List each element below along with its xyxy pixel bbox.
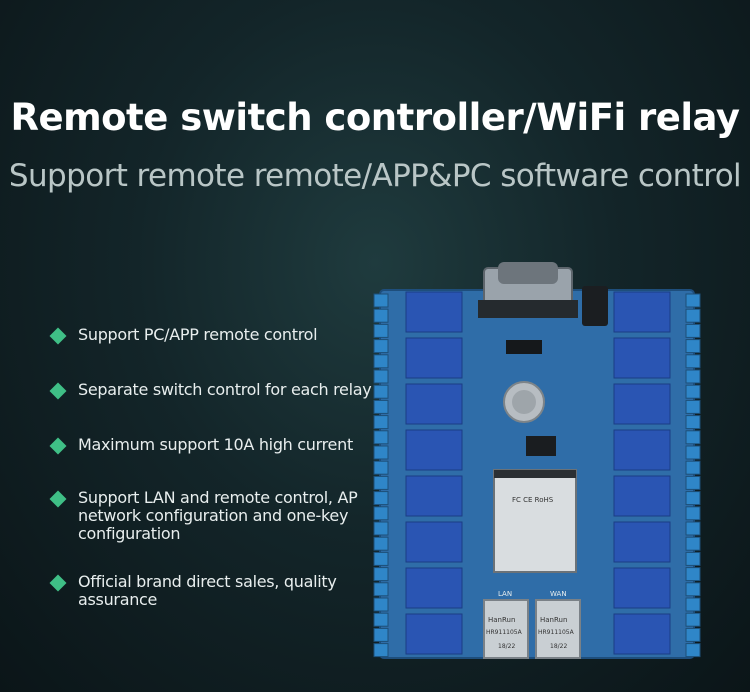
port-brand: HanRun — [488, 616, 515, 624]
terminal-block — [685, 445, 701, 460]
terminal-block — [685, 627, 701, 642]
page-subtitle: Support remote remote/APP&PC software co… — [8, 158, 742, 194]
terminal-block — [685, 567, 701, 582]
terminal-block — [373, 460, 389, 475]
relay — [613, 337, 671, 379]
port-brand: HanRun — [540, 616, 567, 624]
terminal-block — [685, 643, 701, 658]
feature-text: Maximum support 10A high current — [78, 435, 353, 454]
terminal-block — [685, 323, 701, 338]
terminal-block — [685, 354, 701, 369]
terminal-block — [373, 597, 389, 612]
diamond-bullet-icon — [49, 437, 67, 455]
terminal-block — [685, 369, 701, 384]
terminal-block — [685, 339, 701, 354]
diamond-bullet-icon — [49, 490, 67, 508]
port-code: 18/22 — [498, 643, 515, 650]
terminal-block — [373, 399, 389, 414]
terminal-block — [373, 491, 389, 506]
terminal-block — [685, 582, 701, 597]
relay — [405, 429, 463, 471]
terminal-block — [685, 293, 701, 308]
relay — [613, 429, 671, 471]
relay — [613, 383, 671, 425]
terminal-block — [373, 293, 389, 308]
relay — [613, 567, 671, 609]
terminal-block — [373, 339, 389, 354]
terminal-block — [373, 536, 389, 551]
terminal-block — [373, 551, 389, 566]
feature-text: Support LAN and remote control, AP netwo… — [78, 488, 358, 543]
terminal-block — [685, 308, 701, 323]
terminal-block — [373, 475, 389, 490]
terminal-block — [373, 354, 389, 369]
diamond-bullet-icon — [49, 382, 67, 400]
terminal-block — [373, 627, 389, 642]
terminal-block — [373, 430, 389, 445]
wan-label: WAN — [550, 590, 567, 598]
terminal-block — [373, 582, 389, 597]
relay-board-image: FC CE RoHS HanRun HR911105A 18/22 HanRun… — [372, 262, 702, 662]
relay-board-graphic: FC CE RoHS HanRun HR911105A 18/22 HanRun… — [373, 262, 701, 659]
terminal-block — [685, 399, 701, 414]
feature-text: Separate switch control for each relay — [78, 380, 372, 399]
terminal-block — [373, 521, 389, 536]
terminal-block — [685, 475, 701, 490]
relay — [405, 383, 463, 425]
terminal-block — [685, 551, 701, 566]
relay — [405, 521, 463, 563]
terminal-block — [373, 415, 389, 430]
terminal-block — [373, 445, 389, 460]
terminal-block — [685, 612, 701, 627]
terminal-block — [373, 643, 389, 658]
feature-text: Support PC/APP remote control — [78, 325, 318, 344]
terminal-block — [685, 384, 701, 399]
ethernet-port: HanRun HR911105A 18/22 — [483, 599, 529, 659]
page-title: Remote switch controller/WiFi relay — [10, 96, 740, 139]
lan-label: LAN — [498, 590, 512, 598]
relay — [405, 567, 463, 609]
terminal-block — [685, 460, 701, 475]
terminal-block — [685, 430, 701, 445]
terminal-block — [373, 612, 389, 627]
terminal-block — [373, 567, 389, 582]
relay — [405, 291, 463, 333]
ethernet-port: HanRun HR911105A 18/22 — [535, 599, 581, 659]
port-code: 18/22 — [550, 643, 567, 650]
feature-text: Official brand direct sales, quality ass… — [78, 572, 337, 609]
diamond-bullet-icon — [49, 327, 67, 345]
relay — [613, 291, 671, 333]
terminal-block — [685, 536, 701, 551]
diamond-bullet-icon — [49, 574, 67, 592]
terminal-block — [373, 384, 389, 399]
terminal-block — [373, 308, 389, 323]
terminal-block — [685, 506, 701, 521]
module-label: FC CE RoHS — [512, 496, 554, 504]
terminal-block — [685, 521, 701, 536]
terminal-block — [373, 506, 389, 521]
relay — [613, 475, 671, 517]
terminal-block — [373, 323, 389, 338]
relay — [613, 613, 671, 655]
terminal-block — [685, 415, 701, 430]
relay — [405, 337, 463, 379]
relay — [613, 521, 671, 563]
port-model: HR911105A — [538, 629, 575, 636]
terminal-block — [685, 597, 701, 612]
relay — [405, 475, 463, 517]
relay — [405, 613, 463, 655]
terminal-block — [685, 491, 701, 506]
terminal-block — [373, 369, 389, 384]
port-model: HR911105A — [486, 629, 523, 636]
